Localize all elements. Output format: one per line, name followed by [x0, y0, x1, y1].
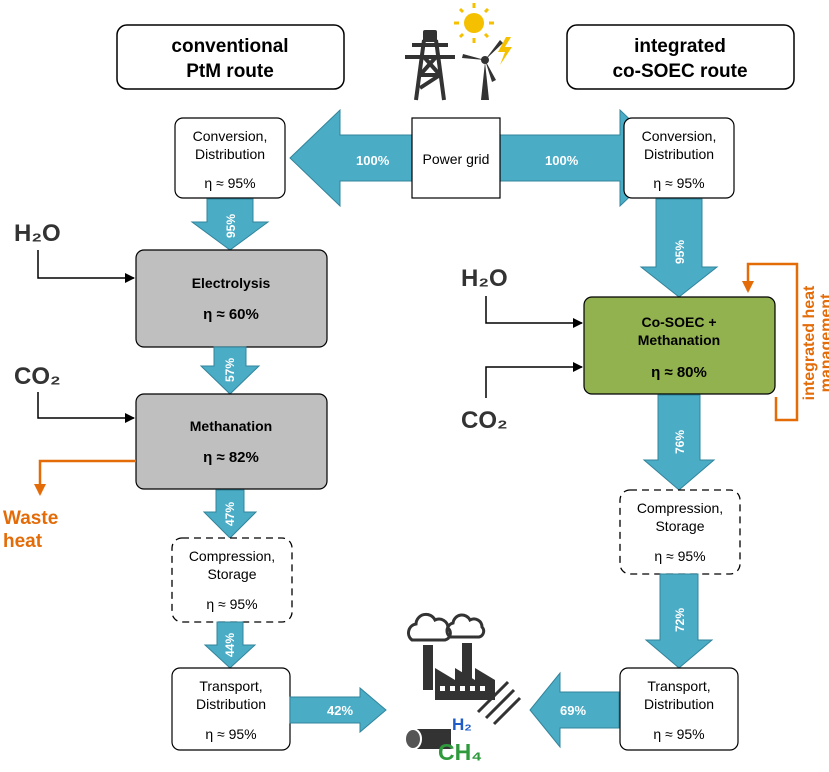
right-flow-arrow-4: 69%	[529, 671, 620, 749]
pipeline-icon	[404, 680, 522, 750]
right-flow-arrow-3: 72%	[644, 573, 714, 669]
svg-text:Methanation: Methanation	[190, 418, 272, 434]
heat-management-label-1: integrated heat	[801, 285, 818, 400]
left-conversion-box: Conversion, Distribution η ≈ 95%	[174, 117, 286, 199]
methanation-box: Methanation η ≈ 82%	[135, 393, 328, 490]
waste-heat-arrow	[34, 459, 136, 496]
svg-text:Compression,: Compression,	[189, 548, 275, 564]
svg-text:Storage: Storage	[207, 566, 256, 582]
svg-text:η ≈ 60%: η ≈ 60%	[203, 306, 259, 323]
svg-text:Distribution: Distribution	[196, 696, 266, 712]
svg-text:η ≈ 95%: η ≈ 95%	[206, 596, 257, 612]
svg-text:Distribution: Distribution	[644, 146, 714, 162]
right-h2o-label: H₂O	[461, 265, 508, 292]
right-flow-arrow-2: 76%	[642, 394, 716, 491]
svg-text:Distribution: Distribution	[644, 696, 714, 712]
waste-heat-line2: heat	[3, 531, 43, 552]
svg-text:Transport,: Transport,	[647, 678, 710, 694]
svg-text:Methanation: Methanation	[638, 332, 720, 348]
svg-text:95%: 95%	[673, 240, 687, 264]
right-title-line2: co-SOEC route	[612, 61, 747, 82]
right-storage-box: Compression, Storage η ≈ 95%	[619, 489, 741, 575]
svg-text:57%: 57%	[223, 358, 237, 382]
svg-text:95%: 95%	[224, 214, 238, 238]
grid-right-percent: 100%	[545, 153, 579, 168]
heat-management-loop	[742, 262, 799, 422]
svg-text:η ≈ 95%: η ≈ 95%	[204, 175, 255, 191]
svg-text:Distribution: Distribution	[195, 146, 265, 162]
product-ch4-label: CH₄	[438, 739, 482, 765]
right-flow-arrow-1: 95%	[639, 198, 719, 298]
right-transport-box: Transport, Distribution η ≈ 95%	[619, 667, 739, 751]
svg-text:Electrolysis: Electrolysis	[192, 275, 271, 291]
left-co2-line	[37, 392, 135, 423]
left-co2-label: CO₂	[14, 363, 61, 390]
cosoec-box: Co-SOEC + Methanation η ≈ 80%	[583, 296, 776, 395]
svg-text:76%: 76%	[673, 430, 687, 454]
sun-icon	[454, 3, 494, 43]
svg-text:η ≈ 95%: η ≈ 95%	[653, 726, 704, 742]
svg-text:Conversion,: Conversion,	[193, 128, 268, 144]
right-title-line1: integrated	[634, 36, 726, 57]
svg-text:η ≈ 80%: η ≈ 80%	[651, 364, 707, 381]
left-title-box: conventional PtM route	[116, 24, 345, 90]
left-flow-arrow-5: 42%	[289, 686, 387, 734]
svg-text:Co-SOEC +: Co-SOEC +	[641, 314, 716, 330]
svg-text:44%: 44%	[223, 633, 237, 657]
right-h2o-line	[485, 296, 583, 328]
right-co2-line	[485, 362, 583, 398]
electrolysis-box: Electrolysis η ≈ 60%	[135, 249, 328, 348]
waste-heat-line1: Waste	[3, 508, 58, 529]
heat-management-label-2: management	[818, 293, 829, 392]
svg-text:Transport,: Transport,	[199, 678, 262, 694]
right-co2-label: CO₂	[461, 407, 508, 434]
lightning-icon	[498, 37, 512, 65]
right-conversion-box: Conversion, Distribution η ≈ 95%	[623, 117, 735, 199]
grid-left-percent: 100%	[356, 153, 390, 168]
left-storage-box: Compression, Storage η ≈ 95%	[171, 537, 293, 623]
power-grid-label: Power grid	[423, 151, 490, 167]
svg-text:72%: 72%	[673, 608, 687, 632]
right-title-box: integrated co-SOEC route	[566, 24, 795, 90]
svg-text:69%: 69%	[560, 703, 586, 718]
power-pylon-icon	[405, 30, 455, 101]
left-flow-arrow-1: 95%	[190, 198, 270, 251]
left-flow-arrow-3: 47%	[202, 489, 258, 539]
svg-text:Storage: Storage	[655, 518, 704, 534]
left-flow-arrow-2: 57%	[199, 346, 261, 395]
svg-text:η ≈ 95%: η ≈ 95%	[654, 548, 705, 564]
svg-text:η ≈ 95%: η ≈ 95%	[653, 175, 704, 191]
svg-text:η ≈ 95%: η ≈ 95%	[205, 726, 256, 742]
left-h2o-line	[37, 250, 135, 283]
svg-text:η ≈ 82%: η ≈ 82%	[203, 449, 259, 466]
left-h2o-label: H₂O	[14, 220, 61, 247]
svg-text:Conversion,: Conversion,	[642, 128, 717, 144]
left-flow-arrow-4: 44%	[203, 621, 257, 669]
left-title-line1: conventional	[171, 36, 288, 57]
factory-icon	[407, 612, 495, 700]
wind-turbine-icon	[462, 40, 503, 100]
product-h2-label: H₂	[452, 715, 472, 734]
svg-text:Compression,: Compression,	[637, 500, 723, 516]
svg-text:47%: 47%	[223, 502, 237, 526]
left-title-line2: PtM route	[186, 61, 274, 82]
svg-text:42%: 42%	[327, 703, 353, 718]
left-transport-box: Transport, Distribution η ≈ 95%	[171, 667, 291, 751]
power-grid-box: Power grid	[411, 117, 501, 199]
